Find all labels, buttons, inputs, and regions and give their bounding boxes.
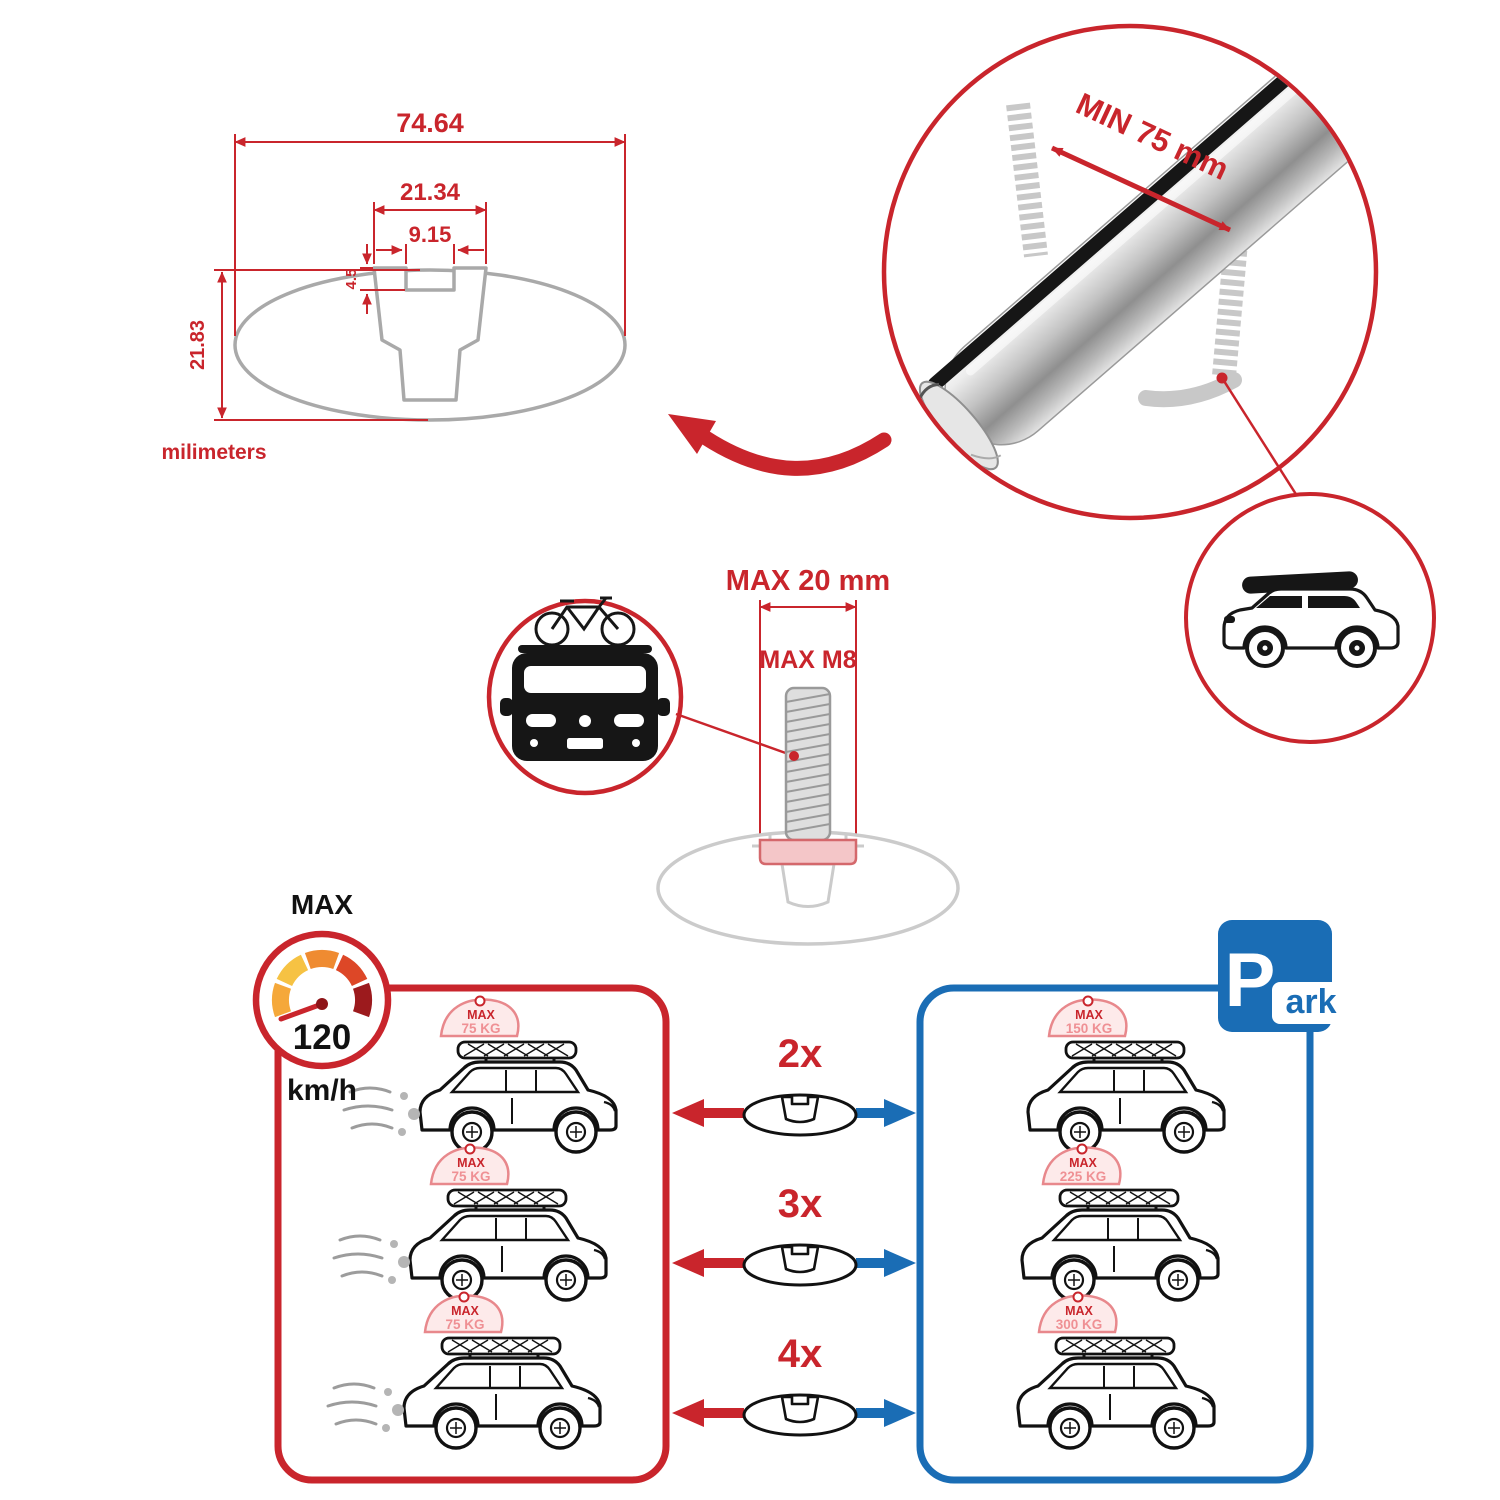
- svg-text:MAX: MAX: [467, 1008, 495, 1022]
- roof-load-sign: MAX 225 KG: [1041, 1143, 1122, 1186]
- bolt-dimension: MAX 20 mm MAX M8: [726, 565, 890, 846]
- crossbar-dimension-diagram: 74.64 21.34 9.15 4.5: [161, 108, 627, 464]
- leader-to-bolt: [675, 712, 795, 758]
- svg-text:MAX: MAX: [1065, 1304, 1093, 1318]
- gauge-needle: [278, 1001, 325, 1022]
- left-arrow: [672, 1399, 704, 1427]
- min-span-arrow: [1050, 145, 1232, 233]
- speed-gauge: MAX 120 km/h: [252, 889, 392, 1107]
- quantity-label: 4x: [778, 1332, 823, 1376]
- right-arrow: [884, 1399, 916, 1427]
- speed-value: 120: [293, 1018, 351, 1057]
- bolt-max-width-label: MAX 20 mm: [726, 565, 890, 597]
- svg-text:MAX: MAX: [451, 1304, 479, 1318]
- t-bolt-head: [758, 838, 858, 866]
- quantity-row-4x: 4x: [672, 1332, 916, 1437]
- parking-suffix: ark: [1285, 983, 1336, 1021]
- svg-text:300 KG: 300 KG: [1056, 1317, 1103, 1332]
- svg-text:75 KG: 75 KG: [461, 1021, 500, 1036]
- svg-text:MAX: MAX: [1069, 1156, 1097, 1170]
- speed-max-label: MAX: [291, 889, 354, 920]
- driving-cars: MAX 75 KG MAX 75 KG MAX 75 KG: [326, 995, 618, 1450]
- roof-load-sign: MAX 300 KG: [1037, 1291, 1118, 1334]
- total-width-value: 74.64: [396, 108, 464, 138]
- bolt-point-dot: [789, 751, 799, 761]
- svg-text:75 KG: 75 KG: [445, 1317, 484, 1332]
- leader-to-vehicle: [1222, 380, 1301, 500]
- svg-text:MAX: MAX: [1075, 1008, 1103, 1022]
- dimension-channel-outer: 21.34: [373, 179, 487, 264]
- profile-icon: [742, 1393, 858, 1437]
- roof-load-sign: MAX 75 KG: [423, 1291, 504, 1334]
- unit-label: milimeters: [161, 441, 266, 464]
- speed-unit: km/h: [287, 1074, 357, 1107]
- parked-cars: MAX 150 KG MAX 225 KG MAX 300 KG: [1016, 995, 1226, 1450]
- parking-sign: P ark: [1218, 920, 1350, 1032]
- right-arrow: [884, 1249, 916, 1277]
- bar-closeup: MIN 75 mm: [881, 23, 1379, 521]
- suv-roofbox-illustration: [1222, 571, 1400, 668]
- svg-text:225 KG: 225 KG: [1060, 1169, 1107, 1184]
- quantity-row-3x: 3x: [672, 1182, 916, 1287]
- right-arrow: [884, 1099, 916, 1127]
- channel-inner-value: 9.15: [409, 222, 452, 247]
- quantity-label: 3x: [778, 1182, 823, 1226]
- svg-text:75 KG: 75 KG: [451, 1169, 490, 1184]
- roof-load-sign: MAX 150 KG: [1047, 995, 1128, 1038]
- svg-text:MAX: MAX: [457, 1156, 485, 1170]
- quantity-row-2x: 2x: [672, 1032, 916, 1137]
- crossbar-t-slot-channel: [372, 266, 488, 402]
- left-arrow: [672, 1099, 704, 1127]
- roof-load-sign: MAX 75 KG: [439, 995, 520, 1038]
- car-front-illustration: [500, 645, 670, 761]
- total-height-value: 21.83: [187, 320, 209, 370]
- dimension-lip-depth: 4.5: [343, 244, 405, 314]
- channel-outer-value: 21.34: [400, 179, 461, 206]
- lip-depth-value: 4.5: [343, 269, 360, 290]
- profile-icon: [742, 1243, 858, 1287]
- dimension-channel-inner: 9.15: [376, 222, 484, 264]
- zoom-arrow: [668, 414, 892, 476]
- dimension-total-width: 74.64: [234, 108, 626, 336]
- profile-icon: [742, 1093, 858, 1137]
- t-bolt-illustration: [758, 686, 858, 866]
- quantity-label: 2x: [778, 1032, 823, 1076]
- vehicle-bolt-spec: MAX 20 mm MAX M8: [486, 565, 960, 946]
- left-arrow: [672, 1249, 704, 1277]
- parking-letter: P: [1225, 938, 1276, 1023]
- vehicle-circle: [1184, 492, 1436, 744]
- svg-text:150 KG: 150 KG: [1066, 1021, 1113, 1036]
- bolt-thread-label: MAX M8: [759, 646, 856, 674]
- dimension-total-height: 21.83: [187, 269, 428, 421]
- roof-load-sign: MAX 75 KG: [429, 1143, 510, 1186]
